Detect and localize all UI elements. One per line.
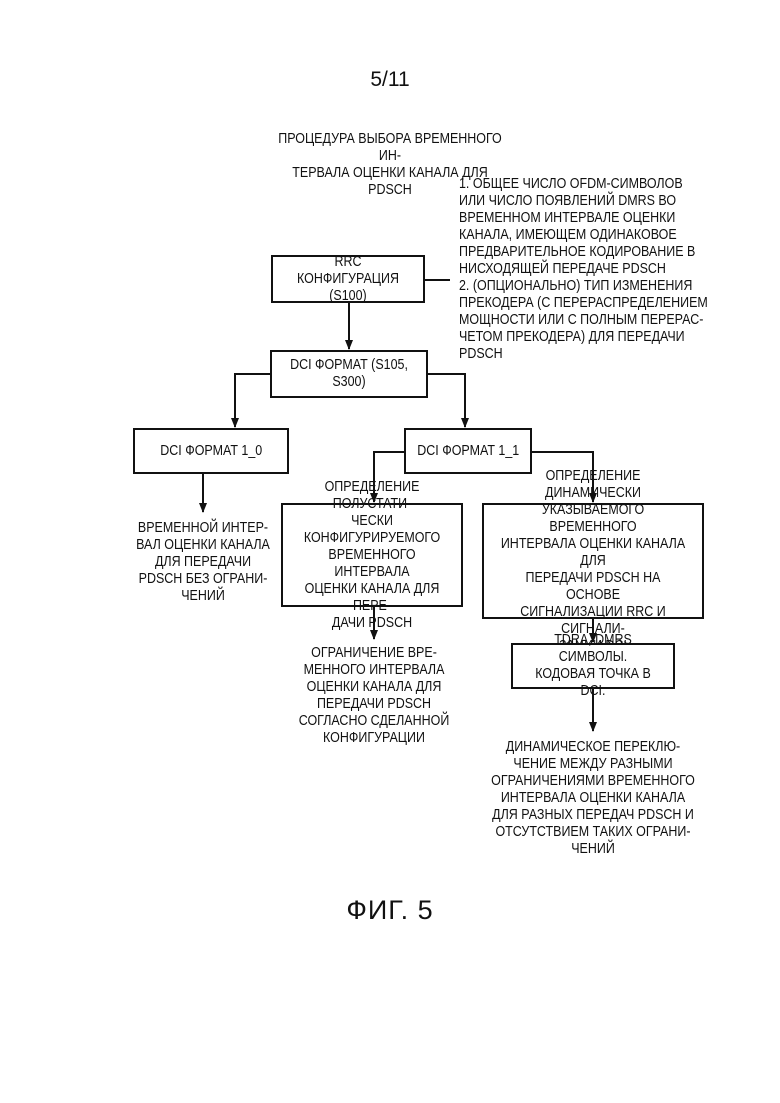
unrestricted-result-text: ВРЕМЕННОЙ ИНТЕР- ВАЛ ОЦЕНКИ КАНАЛА ДЛЯ П… xyxy=(130,520,276,605)
arrow-dci-to-1-0 xyxy=(235,374,270,427)
arrow-dci-to-1-1 xyxy=(428,374,465,427)
dci-format-1-0-label: DCI ФОРМАТ 1_0 xyxy=(160,443,262,460)
rrc-configuration-label: RRC КОНФИГУРАЦИЯ (S100) xyxy=(284,254,413,305)
tdra-dmrs-label: TDRA, DMRS СИМВОЛЫ. КОДОВАЯ ТОЧКА В DCI. xyxy=(524,632,662,700)
dci-format-box: DCI ФОРМАТ (S105, S300) xyxy=(270,350,428,398)
semi-static-interval-label: ОПРЕДЕЛЕНИЕ ПОЛУСТАТИ- ЧЕСКИ КОНФИГУРИРУ… xyxy=(295,479,448,632)
dynamic-switch-result-text: ДИНАМИЧЕСКОЕ ПЕРЕКЛЮ- ЧЕНИЕ МЕЖДУ РАЗНЫМ… xyxy=(487,739,699,858)
semi-static-interval-box: ОПРЕДЕЛЕНИЕ ПОЛУСТАТИ- ЧЕСКИ КОНФИГУРИРУ… xyxy=(281,503,463,607)
dci-format-1-0-box: DCI ФОРМАТ 1_0 xyxy=(133,428,289,474)
rrc-configuration-box: RRC КОНФИГУРАЦИЯ (S100) xyxy=(271,255,425,303)
dynamic-interval-label: ОПРЕДЕЛЕНИЕ ДИНАМИЧЕСКИ УКАЗЫВАЕМОГО ВРЕ… xyxy=(499,468,686,655)
tdra-dmrs-box: TDRA, DMRS СИМВОЛЫ. КОДОВАЯ ТОЧКА В DCI. xyxy=(511,643,675,689)
figure-label: ФИГ. 5 xyxy=(300,895,480,926)
dci-format-label: DCI ФОРМАТ (S105, S300) xyxy=(283,357,415,391)
restricted-result-text: ОГРАНИЧЕНИЕ ВРЕ- МЕННОГО ИНТЕРВАЛА ОЦЕНК… xyxy=(297,645,452,747)
dci-format-1-1-label: DCI ФОРМАТ 1_1 xyxy=(417,443,519,460)
dynamic-interval-box: ОПРЕДЕЛЕНИЕ ДИНАМИЧЕСКИ УКАЗЫВАЕМОГО ВРЕ… xyxy=(482,503,704,619)
